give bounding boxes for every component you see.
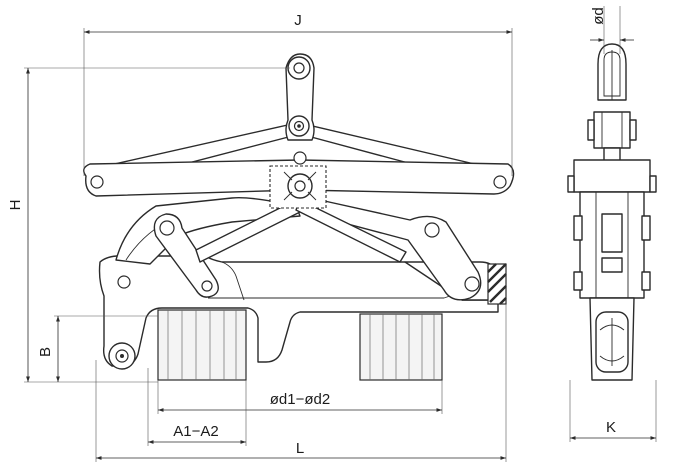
dim-label-d1-d2: ød1−ød2 [270, 391, 330, 408]
central-hub [269, 151, 327, 209]
dim-label-b: B [37, 347, 54, 357]
dim-label-l: L [296, 440, 304, 457]
dim-label-a1-a2: A1−A2 [173, 423, 218, 440]
dimension-lines [24, 6, 657, 462]
dim-label-d: ød [590, 7, 607, 25]
dim-label-h: H [7, 200, 24, 211]
roller-right [359, 313, 443, 381]
roller-left [157, 309, 247, 381]
dim-label-k: K [606, 419, 616, 436]
left-lower-lever [115, 197, 301, 265]
side-view [567, 43, 657, 381]
dim-label-j: J [294, 12, 302, 29]
front-view [83, 53, 515, 381]
